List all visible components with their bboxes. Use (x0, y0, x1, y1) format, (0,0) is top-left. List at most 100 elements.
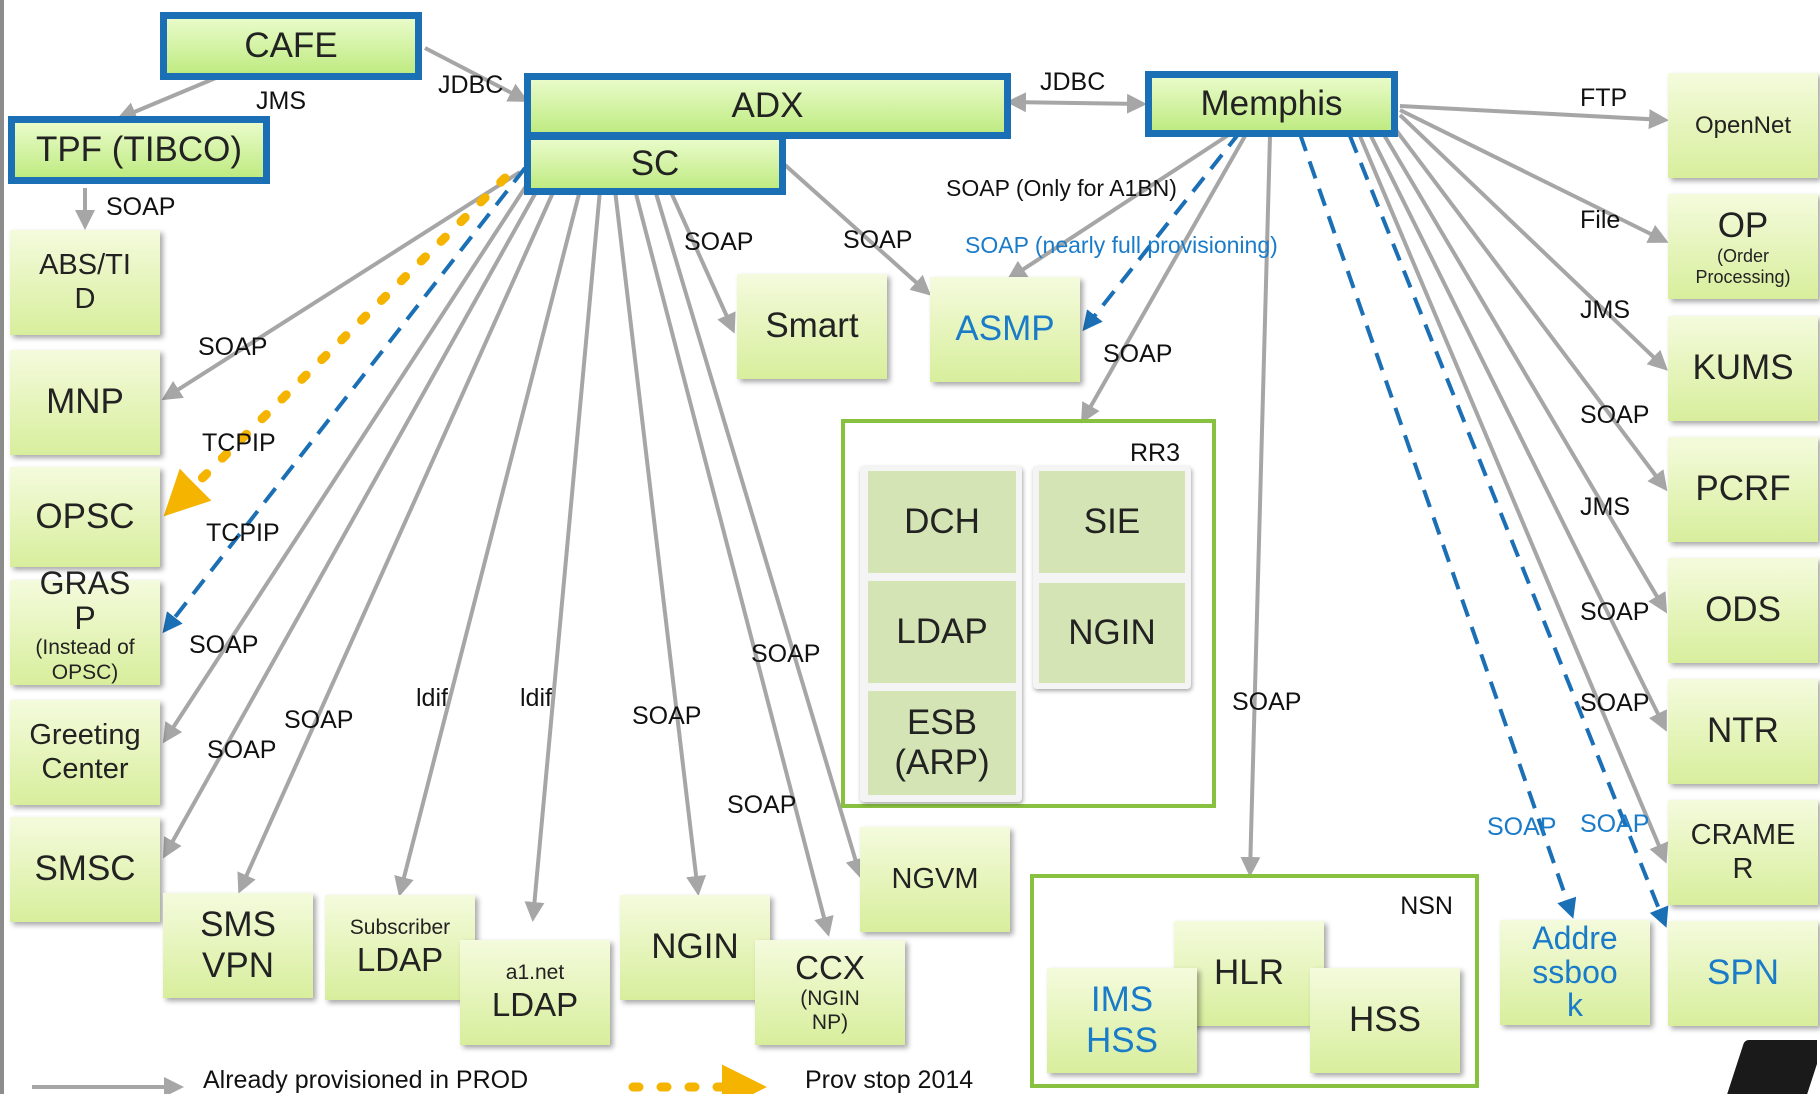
node-ccx: CCX (NGIN NP) (755, 940, 905, 1045)
label-soap-tpf: SOAP (106, 193, 176, 221)
label-jdbc-left: JDBC (438, 71, 504, 99)
node-mnp: MNP (10, 350, 160, 455)
label-soap-ngin: SOAP (632, 702, 702, 730)
label-jms-ods: JMS (1580, 493, 1630, 521)
label-soap-smart: SOAP (684, 228, 754, 256)
group-nsn-label: NSN (1400, 892, 1453, 920)
node-pcrf: PCRF (1668, 437, 1818, 542)
node-ntr: NTR (1668, 679, 1818, 784)
node-dch: DCH (868, 471, 1016, 573)
edge-sc-opsc (163, 173, 510, 517)
node-cramer: CRAME R (1668, 800, 1818, 905)
label-soap-ntr: SOAP (1580, 689, 1650, 717)
ccx-note: (NGIN NP) (800, 987, 860, 1035)
legend-provisioned-label: Already provisioned in PROD (203, 1066, 529, 1094)
label-jdbc-right: JDBC (1040, 68, 1106, 96)
node-grasp: GRAS P (Instead of OPSC) (10, 566, 160, 685)
label-soap-rr3: SOAP (1103, 340, 1173, 368)
edge-memphis-op (1399, 108, 1669, 243)
node-ngvm: NGVM (860, 827, 1010, 932)
edge-memphis-addressbook (1298, 133, 1577, 919)
edge-sc-a1ldap (524, 189, 602, 922)
legend-stop-label: Prov stop 2014 (805, 1066, 974, 1094)
node-addressbook: Addre ssboo k (1500, 920, 1650, 1025)
edge-sc-ccx (633, 189, 834, 937)
node-sie: SIE (1039, 471, 1185, 573)
label-soap-nearly-full: SOAP (nearly full provisioning) (965, 232, 1278, 258)
gray-connectors (32, 46, 1669, 1094)
node-cafe: CAFE (160, 12, 422, 80)
label-soap-ccx: SOAP (727, 791, 797, 819)
subscriber-ldap-label: LDAP (356, 940, 444, 978)
node-opennet: OpenNet (1668, 73, 1818, 178)
grasp-title: GRAS P (39, 565, 131, 636)
edge-sc-ngin (613, 189, 707, 896)
edge-sc-smsc (163, 184, 542, 859)
grasp-note: (Instead of OPSC) (35, 636, 135, 685)
label-soap-ods: SOAP (1580, 598, 1650, 626)
node-greeting-center: Greeting Center (10, 700, 160, 805)
node-ngin: NGIN (620, 895, 770, 1000)
node-opsc: OPSC (10, 467, 160, 567)
edge-memphis-pcrf (1388, 120, 1668, 492)
node-asmp: ASMP (930, 277, 1080, 382)
label-soap-nsn: SOAP (1232, 688, 1302, 716)
edge-memphis-opennet (1399, 104, 1669, 130)
label-soap-asmp: SOAP (843, 226, 913, 254)
edge-memphis-ntr (1368, 133, 1667, 732)
node-op: OP (Order Processing) (1668, 194, 1818, 299)
node-smart: Smart (737, 274, 887, 379)
edge-memphis-cramer (1358, 135, 1669, 864)
edge-sc-smsvpn (237, 187, 557, 894)
orange-dotted-connectors (163, 173, 767, 1094)
edge-sc-ngvm (653, 189, 865, 879)
a1-logo (1705, 1024, 1817, 1094)
node-sms-vpn: SMS VPN (163, 893, 313, 998)
node-kums: KUMS (1668, 316, 1818, 421)
subscriber-label: Subscriber (349, 916, 451, 940)
label-soap-only-a1bn: SOAP (Only for A1BN) (946, 175, 1177, 201)
edge-sc-asmp (783, 163, 931, 296)
node-ldap-rr3: LDAP (868, 581, 1016, 683)
edge-memphis-asmp-full (1082, 130, 1242, 332)
label-jms-kums: JMS (1580, 296, 1630, 324)
edge-adx-memphis (1006, 92, 1147, 114)
label-soap-greeting: SOAP (207, 736, 277, 764)
node-memphis: Memphis (1145, 71, 1398, 137)
node-esb: ESB (ARP) (868, 691, 1016, 795)
ccx-label: CCX (795, 949, 865, 987)
node-abs: ABS/TI D (10, 230, 160, 335)
label-tcpip-2: TCPIP (206, 519, 280, 547)
label-soap-addressbook: SOAP (1487, 813, 1557, 841)
label-soap-ngvm: SOAP (751, 640, 821, 668)
label-soap-mnp: SOAP (198, 333, 268, 361)
edge-adx-cafe (424, 46, 529, 102)
node-subscriber-ldap: Subscriber LDAP (325, 895, 475, 1000)
left-edge-bar (0, 0, 4, 1094)
label-soap-spn: SOAP (1580, 810, 1650, 838)
node-ods: ODS (1668, 558, 1818, 663)
edge-sc-smart (668, 189, 736, 334)
node-sc: SC (524, 133, 786, 195)
node-hss: HSS (1310, 968, 1460, 1073)
group-rr3: RR3 (841, 419, 1216, 808)
a1net-ldap-label: LDAP (491, 985, 579, 1023)
label-soap-pcrf: SOAP (1580, 401, 1650, 429)
group-rr3-label: RR3 (1129, 439, 1180, 467)
edge-memphis-ods (1378, 126, 1668, 614)
edge-memphis-asmp (1006, 132, 1232, 281)
node-adx: ADX (524, 73, 1011, 139)
label-ftp: FTP (1580, 84, 1628, 112)
label-jms-cafe: JMS (256, 87, 306, 115)
label-soap-grasp: SOAP (189, 631, 259, 659)
edge-memphis-nsn (1240, 135, 1272, 877)
op-note: (Order Processing) (1695, 245, 1791, 287)
label-file: File (1580, 206, 1621, 234)
node-hlr: HLR (1174, 921, 1324, 1026)
label-tcpip-1: TCPIP (202, 429, 276, 457)
a1-logo-mark (1725, 1040, 1817, 1094)
group-nsn: NSN (1030, 874, 1479, 1088)
node-ngin-rr3: NGIN (1039, 583, 1185, 683)
label-ldif-1: ldif (416, 684, 448, 712)
node-a1net-ldap: a1.net LDAP (460, 940, 610, 1045)
